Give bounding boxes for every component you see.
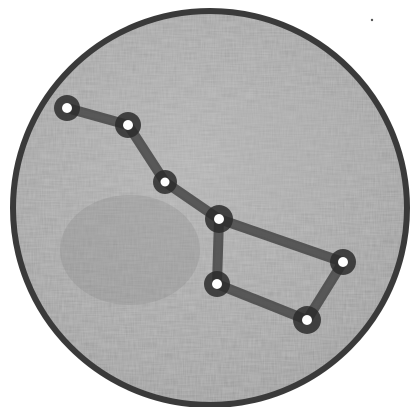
star: [330, 249, 356, 275]
star: [153, 170, 177, 194]
star: [205, 205, 233, 233]
star: [54, 95, 80, 121]
star: [204, 271, 230, 297]
star: [293, 306, 321, 334]
star: [115, 112, 141, 138]
speck: [371, 19, 373, 21]
